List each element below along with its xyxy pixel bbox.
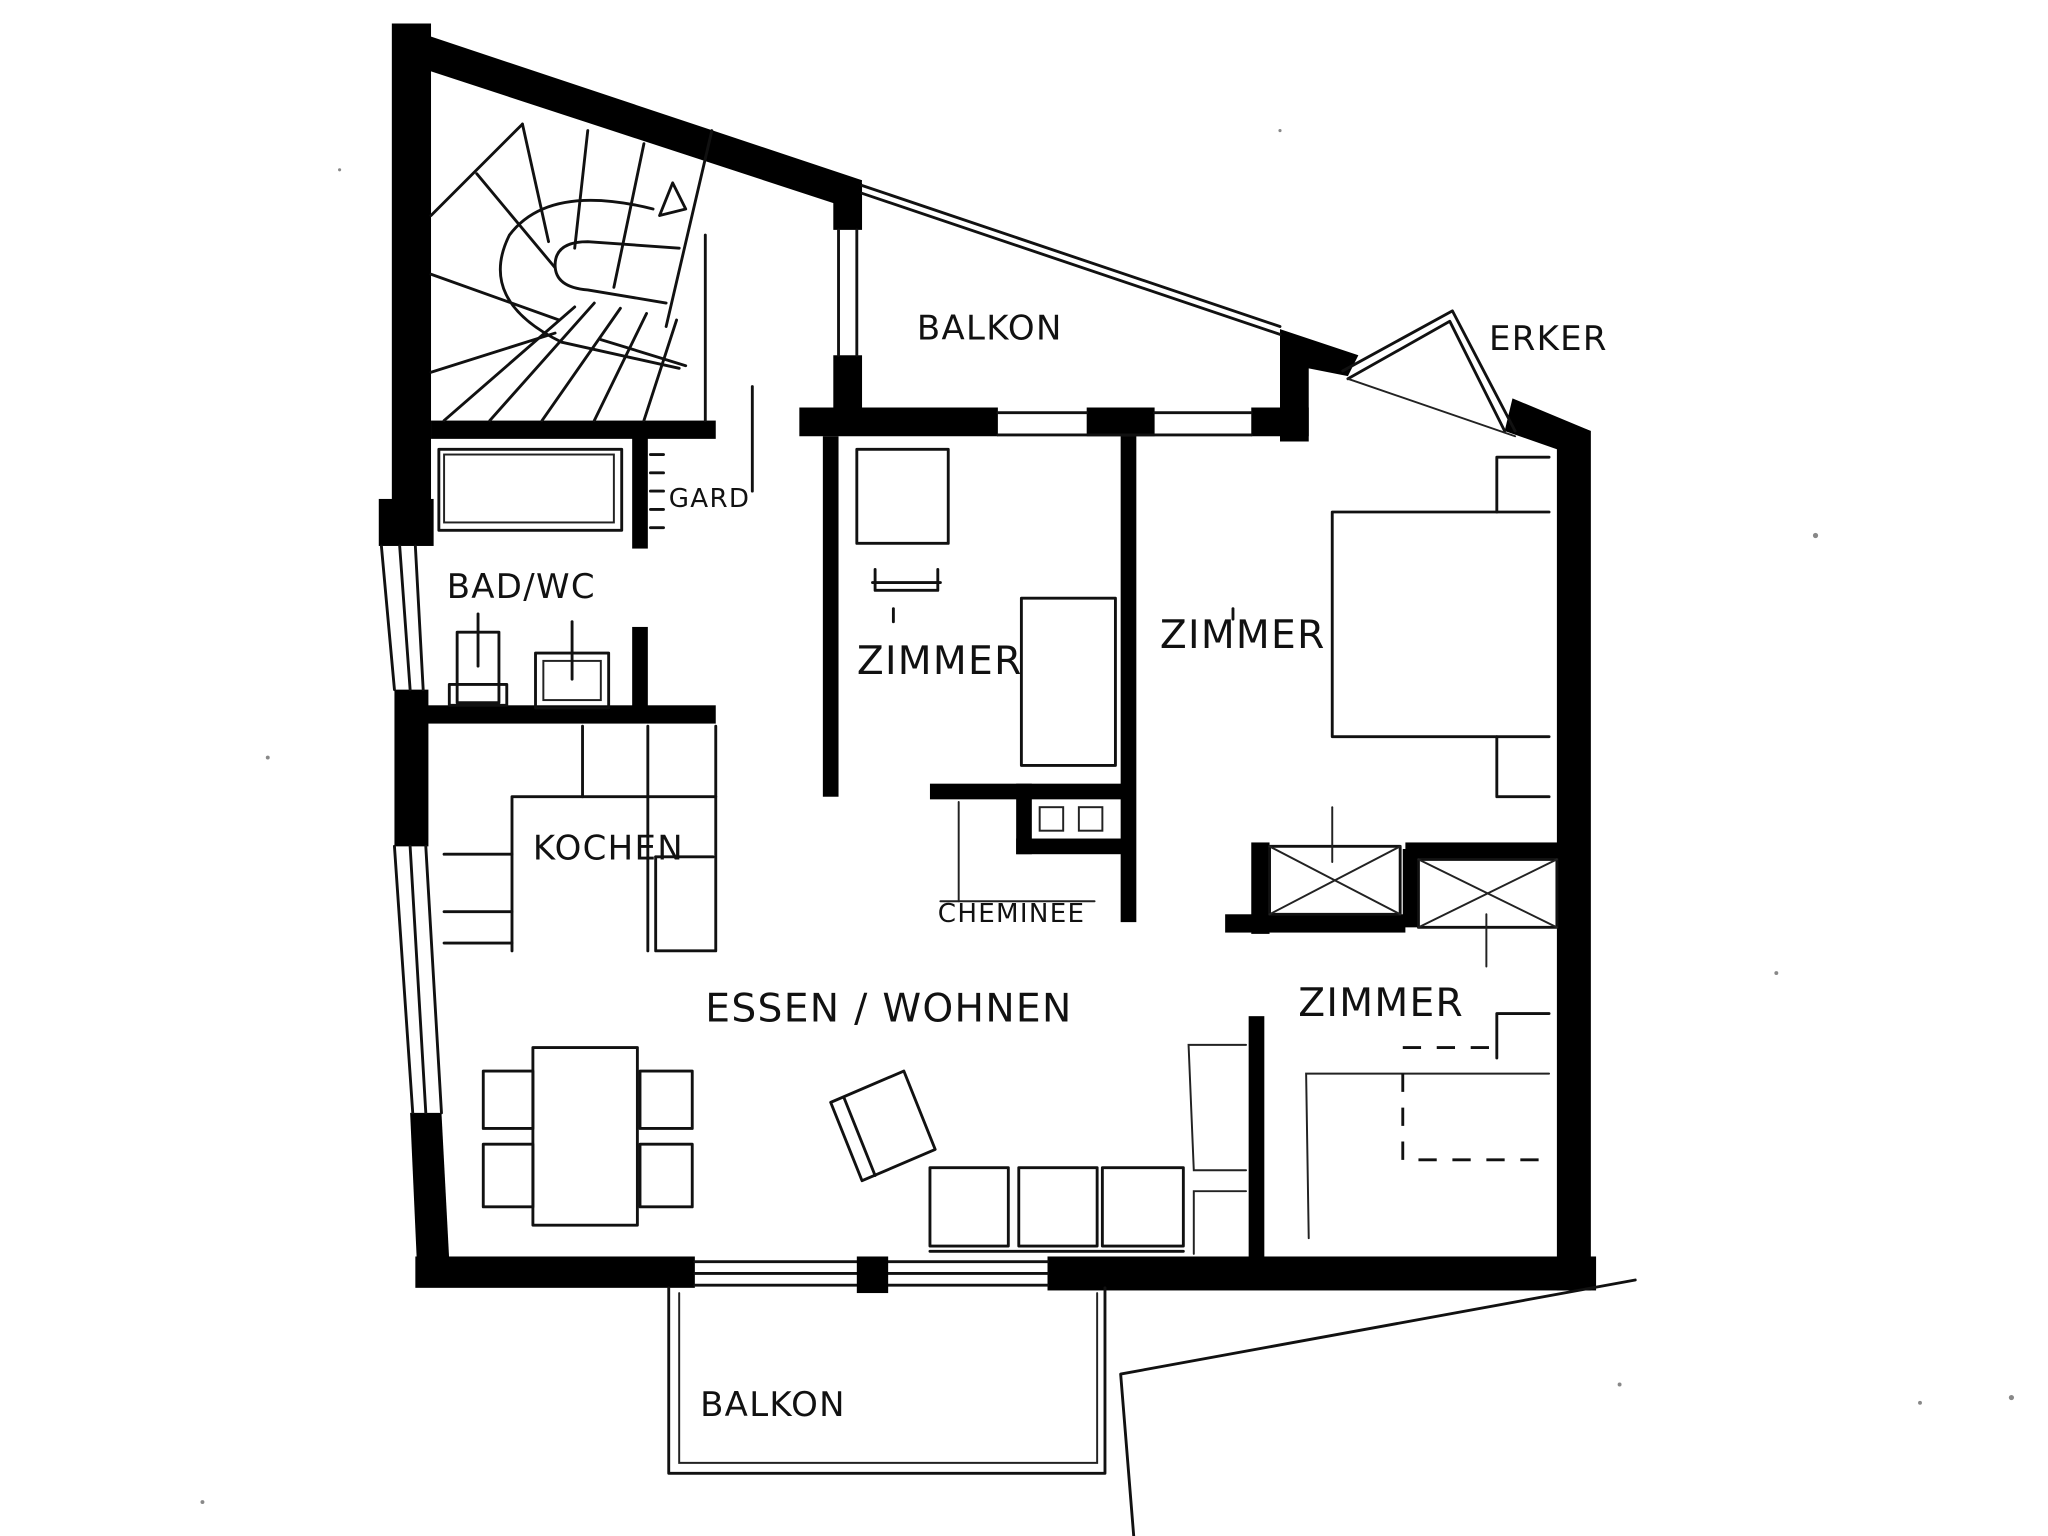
interior-walls: [420, 407, 1560, 1265]
zimmer-right-furniture: [1231, 455, 1551, 799]
armchair-icon: [829, 1069, 937, 1183]
label-zimmer-bottom-right: ZIMMER: [1298, 981, 1464, 1026]
double-bed-icon: [1330, 455, 1551, 799]
washbasin-icon: [534, 620, 611, 710]
windows-and-railings: [379, 184, 1637, 1536]
spiral-staircase-icon: [429, 122, 754, 493]
room-labels: BALKON ERKER GARD BAD/WC ZIMMER ZIMMER K…: [447, 309, 1608, 1425]
built-in-wardrobe-icon: [1268, 806, 1559, 968]
kitchen-counter-icon: [442, 724, 718, 953]
label-essen-wohnen: ESSEN / WOHNEN: [705, 986, 1072, 1031]
label-zimmer-center: ZIMMER: [857, 639, 1023, 684]
label-balkon-top: BALKON: [917, 309, 1063, 349]
zimmer-center-furniture: [855, 447, 1117, 903]
zimmer-bottom-right-furniture: [1305, 1012, 1551, 1240]
bathtub-icon: [437, 447, 624, 532]
label-gard: GARD: [669, 484, 751, 514]
sofa-icon: [928, 1166, 1185, 1253]
chair-icon: [873, 568, 940, 592]
label-erker: ERKER: [1489, 319, 1608, 359]
toilet-icon: [447, 612, 509, 707]
wardrobe-shelves-icon: [649, 453, 665, 530]
label-cheminee: CHEMINEE: [938, 899, 1086, 929]
bathroom-fixtures: [437, 447, 665, 710]
bed-icon: [1305, 1072, 1551, 1240]
sideboard-icon: [1187, 1043, 1248, 1255]
label-balkon-bottom: BALKON: [700, 1385, 846, 1425]
single-bed-icon: [1019, 596, 1117, 767]
label-bad-wc: BAD/WC: [447, 567, 596, 607]
label-zimmer-right: ZIMMER: [1160, 613, 1326, 658]
label-kochen: KOCHEN: [533, 828, 684, 868]
desk-icon: [855, 447, 950, 545]
paper-specks: [200, 129, 2015, 1504]
dining-table-icon: [481, 1046, 694, 1227]
